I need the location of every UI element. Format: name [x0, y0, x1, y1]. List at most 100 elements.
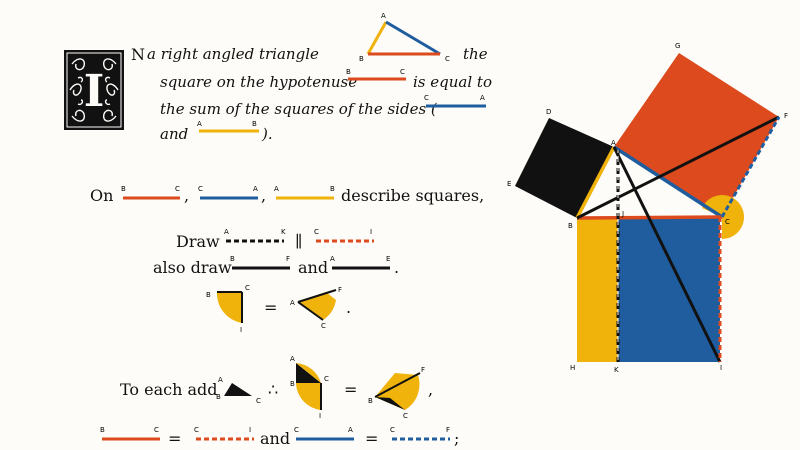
- square-acfg: [614, 53, 779, 217]
- svg-text:C: C: [198, 185, 203, 193]
- svg-text:C: C: [403, 412, 408, 418]
- svg-text:B: B: [230, 255, 235, 263]
- svg-text:G: G: [675, 42, 680, 50]
- svg-text:B: B: [216, 393, 221, 401]
- svg-text:C: C: [314, 228, 319, 236]
- on-text: On: [90, 186, 114, 205]
- equals-4: =: [365, 429, 379, 448]
- svg-text:A: A: [274, 185, 279, 193]
- svg-text:B: B: [330, 185, 335, 193]
- svg-text:C: C: [725, 218, 730, 226]
- intro-line1: a right angled triangle: [147, 45, 319, 63]
- svg-text:I: I: [249, 426, 251, 434]
- intro-close: ).: [262, 125, 273, 143]
- period-1: .: [394, 258, 400, 277]
- semicolon: ;: [454, 429, 460, 448]
- line-ai: [612, 146, 722, 363]
- equals-2: =: [344, 380, 358, 399]
- svg-text:A: A: [253, 185, 258, 193]
- comma-3: ,: [428, 380, 434, 399]
- inline-ca-blue: C A: [424, 94, 486, 108]
- therefore-symbol: ∴: [268, 380, 279, 399]
- ornamental-initial-icon: [69, 58, 119, 122]
- svg-text:A: A: [290, 299, 295, 307]
- also-draw-segments: B F A E: [230, 255, 390, 270]
- svg-text:A: A: [480, 94, 485, 102]
- svg-text:H: H: [570, 364, 575, 372]
- and-text: and: [298, 258, 329, 277]
- line-bf: [576, 115, 780, 220]
- svg-text:C: C: [175, 185, 180, 193]
- inline-bc-red: B C: [346, 68, 406, 81]
- svg-text:F: F: [784, 112, 788, 120]
- svg-text:J: J: [621, 210, 624, 218]
- svg-text:B: B: [290, 380, 295, 388]
- draw-segments: A K C I: [224, 228, 374, 243]
- svg-text:B: B: [359, 55, 364, 63]
- svg-text:A: A: [218, 376, 223, 384]
- angle-combined-2: B F C: [368, 366, 425, 418]
- draw-text: Draw: [176, 232, 220, 251]
- svg-text:B: B: [252, 120, 257, 128]
- and-text-2: and: [260, 429, 291, 448]
- also-draw-text: also draw: [153, 258, 232, 277]
- bottom-blue: [618, 218, 720, 362]
- svg-text:A: A: [381, 12, 386, 20]
- svg-text:C: C: [256, 397, 261, 405]
- svg-text:E: E: [386, 255, 390, 263]
- angle-abc: A B C: [216, 376, 261, 405]
- svg-text:D: D: [546, 108, 551, 116]
- parallel-symbol: ∥: [295, 232, 303, 251]
- svg-text:B: B: [100, 426, 105, 434]
- svg-text:K: K: [614, 366, 619, 374]
- period-2: .: [346, 298, 352, 317]
- svg-text:B: B: [368, 397, 373, 405]
- svg-text:A: A: [330, 255, 335, 263]
- describe-text: describe squares,: [341, 186, 485, 205]
- svg-text:B: B: [346, 68, 351, 76]
- intro-line3: the sum of the squares of the sides (: [160, 100, 437, 118]
- svg-text:C: C: [400, 68, 405, 76]
- svg-text:I: I: [240, 326, 242, 334]
- intro-and: and: [160, 125, 189, 143]
- svg-text:F: F: [338, 286, 342, 294]
- svg-text:I: I: [720, 364, 722, 372]
- angle-combined-1: A B C I: [290, 355, 329, 418]
- svg-text:C: C: [245, 284, 250, 292]
- intro-line2b: is equal to: [413, 73, 492, 91]
- svg-text:C: C: [321, 322, 326, 330]
- svg-text:C: C: [390, 426, 395, 434]
- svg-text:C: C: [194, 426, 199, 434]
- svg-text:C: C: [445, 55, 450, 63]
- intro-n: N: [131, 45, 145, 64]
- svg-text:F: F: [286, 255, 290, 263]
- on-segments: B C C A A B: [121, 185, 335, 200]
- svg-text:C: C: [294, 426, 299, 434]
- line-cf: [720, 116, 781, 218]
- svg-text:K: K: [281, 228, 286, 236]
- svg-text:I: I: [319, 412, 321, 418]
- to-each-add-text: To each add: [120, 380, 218, 399]
- drop-cap-letter: I: [84, 66, 105, 117]
- drop-cap: I: [64, 50, 124, 130]
- svg-text:A: A: [290, 355, 295, 363]
- svg-text:C: C: [324, 375, 329, 383]
- inline-ab-yellow: A B: [197, 120, 259, 133]
- svg-text:I: I: [370, 228, 372, 236]
- svg-text:A: A: [348, 426, 353, 434]
- svg-text:A: A: [611, 139, 616, 147]
- svg-text:F: F: [421, 366, 425, 374]
- bottom-yellow: [577, 218, 618, 362]
- angle-bci: B C I: [206, 284, 250, 334]
- svg-text:F: F: [446, 426, 450, 434]
- pythagoras-diagram: G F D E A B C J H K I: [507, 42, 788, 374]
- equals-1: =: [264, 298, 278, 317]
- comma-2: ,: [261, 186, 267, 205]
- svg-text:B: B: [121, 185, 126, 193]
- svg-text:E: E: [507, 180, 511, 188]
- svg-text:A: A: [224, 228, 229, 236]
- svg-text:C: C: [154, 426, 159, 434]
- angle-acf: A F C: [290, 286, 342, 330]
- intro-line2a: square on the hypotenuse: [160, 73, 358, 91]
- svg-text:B: B: [206, 291, 211, 299]
